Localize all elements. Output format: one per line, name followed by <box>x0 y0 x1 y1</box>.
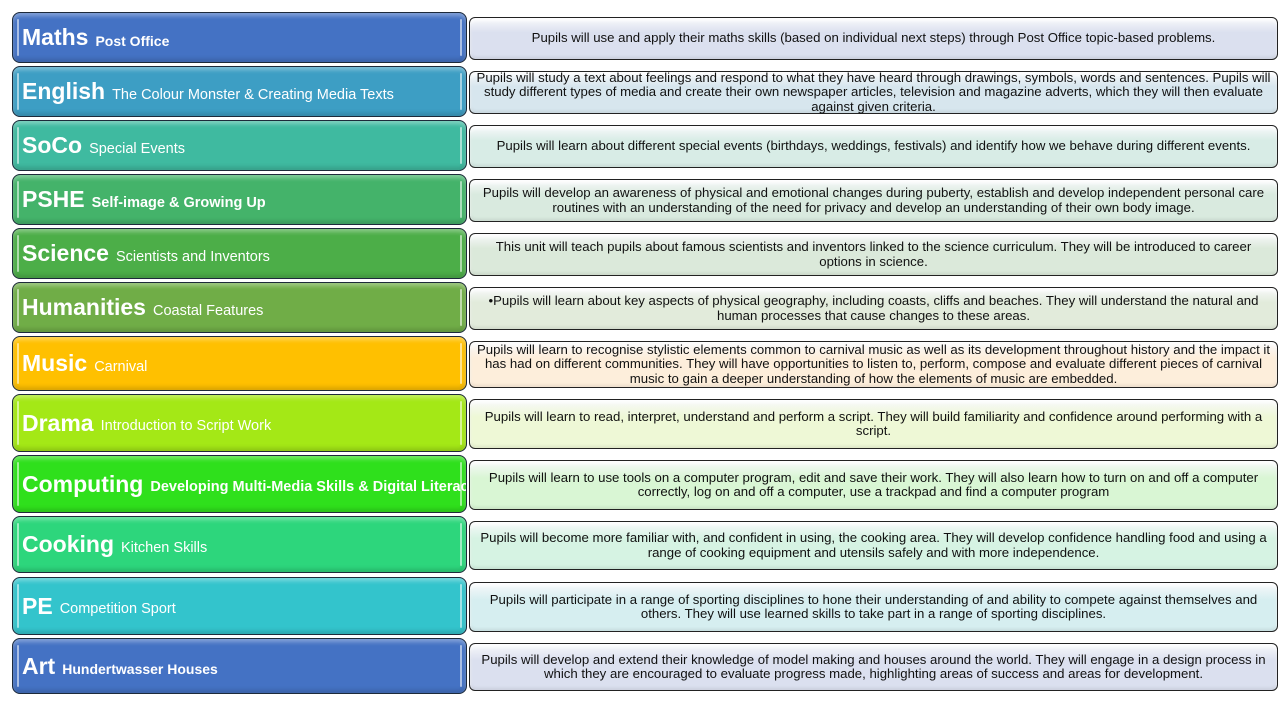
subject-name: English <box>22 78 106 104</box>
subject-name: SoCo <box>22 132 83 158</box>
subject-description: Pupils will develop and extend their kno… <box>469 643 1278 691</box>
description-text: Pupils will learn to recognise stylistic… <box>476 341 1271 386</box>
description-text: Pupils will use and apply their maths sk… <box>531 30 1216 46</box>
description-text: Pupils will develop and extend their kno… <box>481 651 1266 681</box>
subject-description: Pupils will learn about different specia… <box>469 125 1278 168</box>
subject-row-maths: Maths Post Office Pupils will use and appl… <box>0 12 1280 63</box>
subject-name: Music <box>22 350 88 376</box>
description-text: Pupils will become more familiar with, a… <box>480 530 1267 560</box>
subject-box: Drama Introduction to Script Work <box>12 394 467 452</box>
subject-description: Pupils will participate in a range of sp… <box>469 582 1278 632</box>
subject-box: Cooking Kitchen Skills <box>12 516 467 573</box>
subject-box: PSHE Self-image & Growing Up <box>12 174 467 225</box>
description-text: Pupils will develop an awareness of phys… <box>482 185 1265 215</box>
subject-description: •Pupils will learn about key aspects of … <box>469 287 1278 330</box>
subject-topic: Introduction to Script Work <box>100 418 272 434</box>
subject-description: Pupils will use and apply their maths sk… <box>469 17 1278 60</box>
subject-name: PE <box>22 592 53 619</box>
description-text: Pupils will participate in a range of sp… <box>489 591 1258 621</box>
subject-row-pe: PE Competition Sport Pupils will participa… <box>0 577 1280 635</box>
subject-description: Pupils will study a text about feelings … <box>469 69 1278 114</box>
subject-topic: Hundertwasser Houses <box>62 661 218 677</box>
subject-name: Art <box>22 652 56 679</box>
subject-name: Maths <box>22 24 89 50</box>
subject-box: English The Colour Monster & Creating Med… <box>12 66 467 117</box>
subject-box: Art Hundertwasser Houses <box>12 638 467 694</box>
subject-box: Computing Developing Multi-Media Skills &… <box>12 455 467 513</box>
description-text: Pupils will study a text about feelings … <box>476 69 1271 114</box>
subject-box: Science Scientists and Inventors <box>12 228 467 279</box>
description-text: •Pupils will learn about key aspects of … <box>488 293 1259 323</box>
subject-row-soco: SoCo Special Events Pupils will learn abou… <box>0 120 1280 171</box>
subject-topic: Special Events <box>89 140 185 157</box>
subject-name: Computing <box>22 470 144 497</box>
subject-topic: Competition Sport <box>59 601 176 617</box>
subject-topic: Self-image & Growing Up <box>91 194 266 211</box>
subject-description: Pupils will learn to recognise stylistic… <box>469 341 1278 388</box>
subject-topic: Post Office <box>95 32 170 49</box>
subject-row-pshe: PSHE Self-image & Growing Up Pupils will d… <box>0 174 1280 225</box>
subject-description: Pupils will develop an awareness of phys… <box>469 179 1278 222</box>
subject-row-english: English The Colour Monster & Creating Med… <box>0 66 1280 117</box>
description-text: Pupils will learn about different specia… <box>496 138 1251 154</box>
subject-box: Music Carnival <box>12 336 467 391</box>
subject-box: PE Competition Sport <box>12 577 467 635</box>
subject-row-science: Science Scientists and Inventors This unit… <box>0 228 1280 279</box>
description-text: Pupils will learn to use tools on a comp… <box>488 469 1259 499</box>
subject-name: PSHE <box>22 186 85 212</box>
subject-row-computing: Computing Developing Multi-Media Skills &… <box>0 455 1280 513</box>
description-text: Pupils will learn to read, interpret, un… <box>484 408 1263 438</box>
subject-topic: Scientists and Inventors <box>115 248 270 265</box>
subject-topic: Coastal Features <box>152 302 264 319</box>
subject-row-drama: Drama Introduction to Script Work Pupils w… <box>0 394 1280 452</box>
subject-box: Humanities Coastal Features <box>12 282 467 333</box>
subject-name: Cooking <box>22 531 114 557</box>
subject-description: Pupils will become more familiar with, a… <box>469 521 1278 570</box>
subject-description: Pupils will learn to use tools on a comp… <box>469 460 1278 510</box>
subject-row-cooking: Cooking Kitchen Skills Pupils will become … <box>0 516 1280 573</box>
subject-description: This unit will teach pupils about famous… <box>469 233 1278 276</box>
subject-topic: Developing Multi-Media Skills & Digital … <box>150 479 467 495</box>
subject-name: Humanities <box>22 294 146 320</box>
subject-topic: Kitchen Skills <box>121 539 208 556</box>
subject-name: Drama <box>22 409 94 436</box>
description-text: This unit will teach pupils about famous… <box>495 239 1252 269</box>
subject-row-music: Music Carnival Pupils will learn to recogn… <box>0 336 1280 391</box>
subject-description: Pupils will learn to read, interpret, un… <box>469 399 1278 449</box>
subject-topic: Carnival <box>94 358 148 375</box>
subject-box: SoCo Special Events <box>12 120 467 171</box>
subject-topic: The Colour Monster & Creating Media Text… <box>112 86 394 103</box>
subject-box: Maths Post Office <box>12 12 467 63</box>
subject-row-humanities: Humanities Coastal Features •Pupils will l… <box>0 282 1280 333</box>
subject-name: Science <box>22 240 109 266</box>
subject-row-art: Art Hundertwasser Houses Pupils will devel… <box>0 638 1280 694</box>
